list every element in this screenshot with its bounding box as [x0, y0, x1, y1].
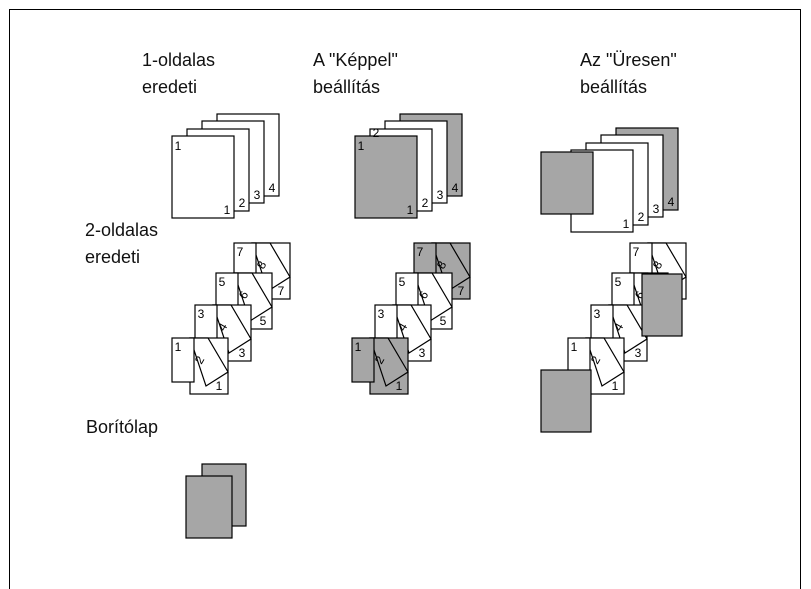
- simplex-original-page-number-p1-top: 1: [175, 139, 182, 153]
- duplex-original-number-p7-back: 7: [278, 284, 285, 298]
- simplex-original-page-p1: [171, 135, 235, 219]
- duplex-blank-number-p1-back: 1: [612, 379, 619, 393]
- simplex-original-page-number-p3: 3: [254, 188, 261, 202]
- duplex-with-image-number-p7-front: 7: [417, 245, 424, 259]
- duplex-blank-front-cover: [540, 369, 592, 433]
- duplex-original-sheet-p3-flap: [212, 304, 252, 354]
- header-1-sided-line1: 1-oldalas: [142, 50, 216, 70]
- duplex-blank-sheet-p1-flap: [585, 337, 625, 387]
- duplex-blank-number-p3-back: 3: [635, 346, 642, 360]
- duplex-blank-number-p1-front: 1: [571, 340, 578, 354]
- simplex-with-image-page-number-p1-bottom: 1: [407, 203, 414, 217]
- simplex-with-image-page-number-p2-top: 2: [373, 126, 380, 140]
- simplex-with-image-page-number-p4: 4: [452, 181, 459, 195]
- header-with-image-line1: A "Képpel": [313, 50, 398, 70]
- header-blank-line1: Az "Üresen": [580, 50, 677, 70]
- duplex-original-number-p5-back: 5: [260, 314, 267, 328]
- header-with-image-line2: beállítás: [313, 77, 381, 97]
- duplex-original-sheet-p1-front: [171, 337, 195, 383]
- duplex-with-image-sheet-p1-front: [351, 337, 375, 383]
- header-blank-line2: beállítás: [580, 77, 648, 97]
- duplex-blank-number-p7-front: 7: [633, 245, 640, 259]
- duplex-original-number-p3-front: 3: [198, 307, 205, 321]
- simplex-original-page-number-p2: 2: [239, 196, 246, 210]
- duplex-original-number-p1-front: 1: [175, 340, 182, 354]
- duplex-original-number-p3-back: 3: [239, 346, 246, 360]
- duplex-blank-number-p5-front: 5: [615, 275, 622, 289]
- duplex-blank-number-p3-front: 3: [594, 307, 601, 321]
- simplex-blank-cover-sheet: [540, 151, 594, 215]
- duplex-original-number-p1-back: 1: [216, 379, 223, 393]
- duplex-original-number-p5-front: 5: [219, 275, 226, 289]
- simplex-with-image-page-number-p1-top: 1: [358, 139, 365, 153]
- diagram-frame: [9, 9, 801, 589]
- simplex-blank-page-number-p4: 4: [668, 195, 675, 209]
- duplex-with-image-sheet-p1-flap: [369, 337, 409, 387]
- duplex-original-number-p7-front: 7: [237, 245, 244, 259]
- simplex-blank-page-number-p1-bottom: 1: [623, 217, 630, 231]
- simplex-original-page-number-p1-bottom: 1: [224, 203, 231, 217]
- duplex-original-sheet-p1-flap: [189, 337, 229, 387]
- duplex-with-image-sheet-p3-flap: [392, 304, 432, 354]
- duplex-with-image-number-p1-front: 1: [355, 340, 362, 354]
- row-2-sided-line2: eredeti: [85, 247, 141, 267]
- simplex-blank-page-number-p2: 2: [638, 210, 645, 224]
- simplex-with-image-page-number-p3: 3: [437, 188, 444, 202]
- simplex-with-image-page-p1: [354, 135, 418, 219]
- header-1-sided-line2: eredeti: [142, 77, 198, 97]
- duplex-with-image-number-p3-back: 3: [419, 346, 426, 360]
- row-2-sided-line1: 2-oldalas: [85, 220, 159, 240]
- row-cover: Borítólap: [86, 417, 159, 437]
- simplex-blank-page-number-p3: 3: [653, 202, 660, 216]
- duplex-blank-back-cover: [641, 273, 683, 337]
- simplex-with-image-page-number-p2: 2: [422, 196, 429, 210]
- duplex-with-image-number-p5-back: 5: [440, 314, 447, 328]
- cover-sheet-front: [185, 475, 233, 539]
- duplex-with-image-number-p5-front: 5: [399, 275, 406, 289]
- duplex-with-image-number-p3-front: 3: [378, 307, 385, 321]
- duplex-blank-sheet-p3-flap: [608, 304, 648, 354]
- simplex-original-page-number-p4: 4: [269, 181, 276, 195]
- duplex-with-image-number-p7-back: 7: [458, 284, 465, 298]
- duplex-with-image-number-p1-back: 1: [396, 379, 403, 393]
